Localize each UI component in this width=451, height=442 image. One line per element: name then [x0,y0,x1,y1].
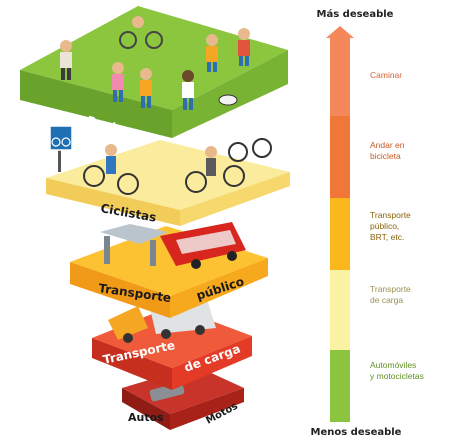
scale-segment-4 [330,350,350,422]
scale-level-label: Transporte público, BRT, etc. [370,210,411,242]
desirability-scale-bar [326,26,354,422]
scale-level-label: Caminar [370,70,403,80]
tier-publico: Transporte público [70,222,268,318]
scale-level-label: Transporte de carga [370,284,411,305]
scale-segment-2 [330,198,350,270]
tier-ciclistas: Ciclistas [46,138,290,226]
pedestrian-figures [60,16,250,110]
tier-autos: Autos Motos [122,366,244,430]
tier-label-autos: Autos [128,411,164,424]
scale-arrow-icon [326,26,354,38]
scale-level-label: Andar en bicicleta [370,140,405,161]
scale-level-label: Automóviles y motocicletas [370,360,424,381]
scale-segment-3 [330,270,350,350]
scale-top-label: Más deseable [316,9,394,20]
scale-segment-1 [330,116,350,198]
tier-peatones: Peatones [20,6,288,142]
scale-bottom-label: Menos deseable [310,427,402,438]
scale-segment-0 [330,46,350,116]
bike-lane-sign-icon [49,125,73,172]
